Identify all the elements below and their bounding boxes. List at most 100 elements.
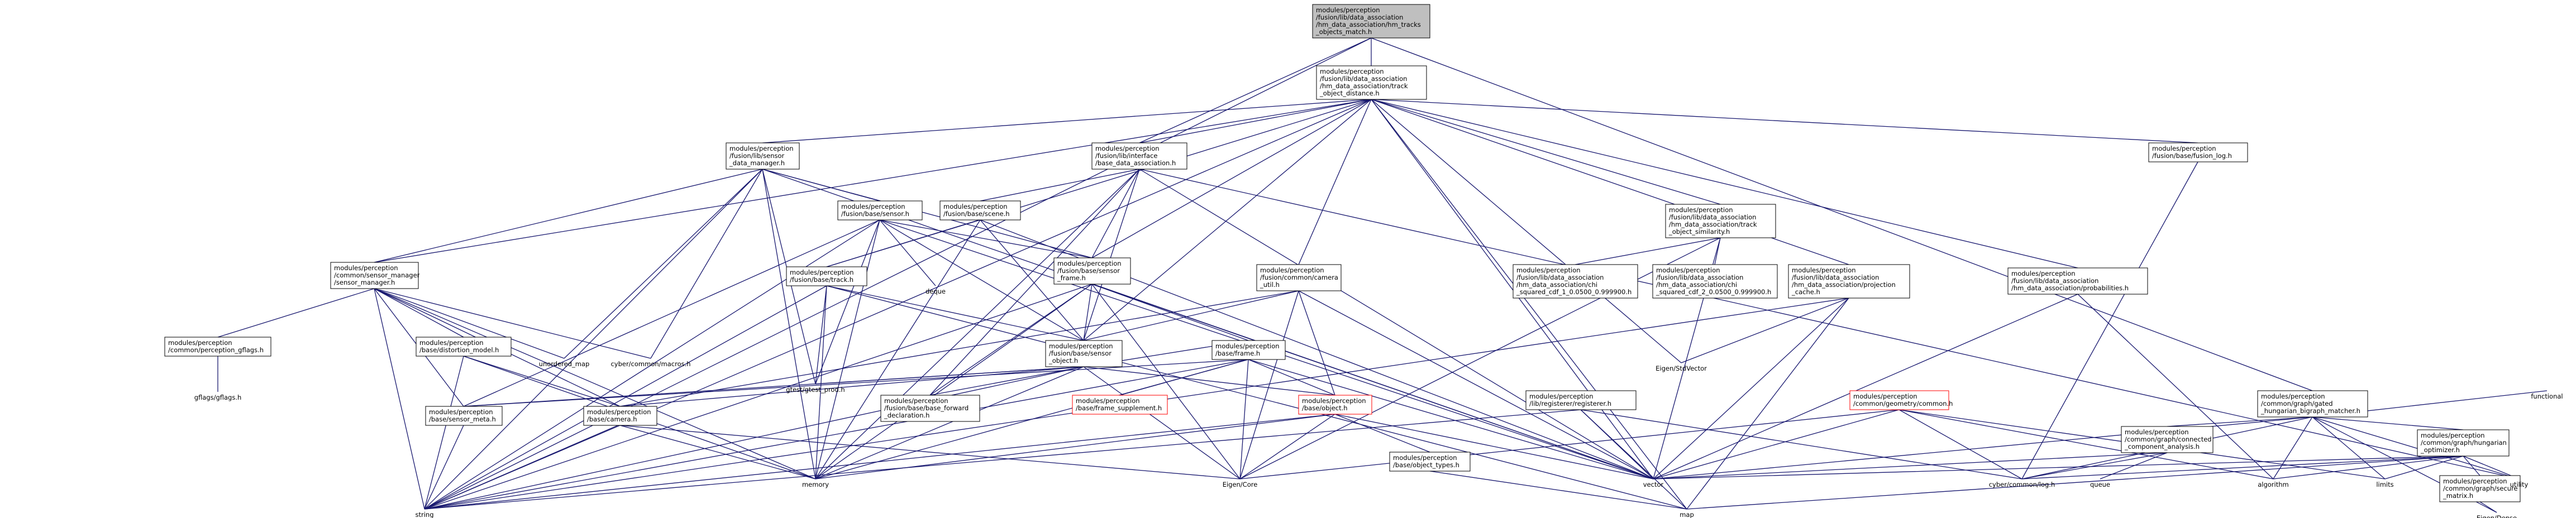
edge-geometry-common-to-vector bbox=[1653, 409, 1900, 479]
node-gtest-prod: gtest/gtest_prod.h bbox=[786, 386, 845, 394]
node-label-line: _object.h bbox=[1048, 357, 1078, 364]
node-box bbox=[1312, 4, 1430, 39]
edge-base-frame-to-sensor-meta bbox=[463, 359, 1249, 407]
node-geometry-common[interactable]: modules/perception/common/geometry/commo… bbox=[1849, 390, 1953, 410]
edge-track-object-distance-to-track-object-similarity bbox=[1371, 99, 1721, 205]
node-label-line: /fusion/base/sensor.h bbox=[841, 210, 909, 218]
node-label-line: /fusion/lib/data_association bbox=[1320, 75, 1407, 83]
node-unordered-map: unordered_map bbox=[539, 360, 590, 368]
node-perception-gflags[interactable]: modules/perception/common/perception_gfl… bbox=[164, 337, 271, 357]
node-label-line: cyber/common/log.h bbox=[1989, 481, 2055, 488]
node-base-camera[interactable]: modules/perception/base/camera.h bbox=[583, 406, 657, 426]
node-label-line: modules/perception bbox=[2261, 392, 2325, 400]
node-label-line: /fusion/lib/data_association bbox=[2011, 277, 2098, 285]
node-secure-matrix[interactable]: modules/perception/common/graph/secure_m… bbox=[2439, 475, 2521, 502]
node-algorithm: algorithm bbox=[2258, 481, 2289, 488]
node-chi-squared-2[interactable]: modules/perception/fusion/lib/data_assoc… bbox=[1652, 264, 1778, 299]
node-cyber-macros: cyber/common/macros.h bbox=[610, 360, 690, 368]
node-label-line: modules/perception bbox=[1656, 266, 1720, 274]
edge-camera-util-to-base-object bbox=[1298, 290, 1335, 396]
edge-sensor-object-to-string bbox=[424, 366, 1084, 510]
edge-base-sensor-to-deque bbox=[879, 219, 936, 286]
node-label-line: vector bbox=[1643, 481, 1664, 488]
edge-track-object-distance-to-base-data-association bbox=[1139, 99, 1372, 143]
node-box bbox=[786, 266, 867, 286]
node-base-scene[interactable]: modules/perception/fusion/base/scene.h bbox=[939, 200, 1021, 220]
node-box bbox=[425, 406, 503, 426]
node-box bbox=[939, 200, 1021, 220]
node-sensor-object[interactable]: modules/perception/fusion/base/sensor_ob… bbox=[1045, 340, 1123, 367]
node-label-line: _cache.h bbox=[1791, 288, 1820, 296]
node-box bbox=[880, 395, 980, 422]
edge-base-data-association-to-sensor-object bbox=[1083, 169, 1140, 341]
node-sensor-data-manager[interactable]: modules/perception/fusion/lib/sensor_dat… bbox=[726, 142, 800, 170]
edge-base-data-association-to-base-scene bbox=[980, 169, 1140, 202]
node-box bbox=[164, 337, 271, 357]
edge-sensor-data-manager-to-unordered-map bbox=[564, 169, 763, 359]
edge-sensor-frame-to-sensor-object bbox=[1083, 284, 1093, 341]
node-projection-cache[interactable]: modules/perception/fusion/lib/data_assoc… bbox=[1788, 264, 1910, 299]
edge-base-sensor-to-memory bbox=[815, 219, 880, 479]
node-fusion-track[interactable]: modules/perception/fusion/base/track.h bbox=[786, 266, 867, 286]
node-base-data-association[interactable]: modules/perception/fusion/lib/interface/… bbox=[1091, 142, 1187, 170]
node-track-object-distance[interactable]: modules/perception/fusion/lib/data_assoc… bbox=[1316, 65, 1427, 100]
node-label-line: _hungarian_bigraph_matcher.h bbox=[2260, 407, 2360, 415]
edge-track-object-distance-to-fusion-log bbox=[1371, 99, 2198, 143]
node-hungarian-optimizer[interactable]: modules/perception/common/graph/hungaria… bbox=[2417, 429, 2510, 457]
node-box bbox=[1788, 264, 1910, 299]
edge-base-scene-to-fusion-track bbox=[826, 219, 981, 267]
node-memory: memory bbox=[802, 481, 829, 488]
node-label-line: /hm_data_association/probabilities.h bbox=[2011, 284, 2129, 292]
node-label-line: /fusion/base/base_forward bbox=[884, 404, 969, 412]
edge-hungarian-optimizer-to-algorithm bbox=[2273, 455, 2464, 479]
node-fusion-log[interactable]: modules/perception/fusion/base/fusion_lo… bbox=[2148, 142, 2248, 162]
node-label-line: /fusion/lib/data_association bbox=[1792, 274, 1879, 281]
node-sensor-frame[interactable]: modules/perception/fusion/base/sensor_fr… bbox=[1053, 257, 1131, 285]
edge-hungarian-optimizer-to-secure-matrix bbox=[2463, 455, 2480, 476]
edge-base-object-to-object-types bbox=[1334, 414, 1430, 453]
node-label-line: functional bbox=[2531, 392, 2563, 400]
node-label-line: modules/perception bbox=[790, 268, 854, 276]
edge-transform-wrapper-to-cyber-log bbox=[1580, 409, 2022, 479]
node-base-frame[interactable]: modules/perception/base/frame.h bbox=[1211, 340, 1286, 360]
edge-base-frame-to-string bbox=[424, 359, 1249, 510]
edge-camera-util-to-vector bbox=[1298, 290, 1654, 479]
node-label-line: /common/geometry/common.h bbox=[1853, 400, 1953, 407]
node-label-line: /fusion/lib/data_association bbox=[1669, 213, 1756, 221]
node-eigen-dense: Eigen/Dense bbox=[2477, 514, 2517, 518]
edge-sensor-object-to-eigen-core bbox=[1083, 366, 1241, 479]
node-base-forward-declaration[interactable]: modules/perception/fusion/base/base_forw… bbox=[880, 395, 980, 422]
edge-sensor-data-manager-to-cyber-macros bbox=[650, 169, 763, 359]
node-box bbox=[1256, 264, 1342, 291]
node-camera-util[interactable]: modules/perception/fusion/common/camera_… bbox=[1256, 264, 1342, 291]
node-label-line: /sensor_manager.h bbox=[334, 279, 395, 286]
node-label-line: _matrix.h bbox=[2443, 492, 2473, 500]
node-base-object[interactable]: modules/perception/base/object.h bbox=[1298, 395, 1372, 415]
node-box bbox=[1316, 65, 1427, 100]
node-base-sensor[interactable]: modules/perception/fusion/base/sensor.h bbox=[837, 200, 923, 220]
node-label-line: Eigen/Core bbox=[1223, 481, 1258, 488]
node-frame-supplement[interactable]: modules/perception/base/frame_supplement… bbox=[1072, 395, 1168, 415]
node-eigen-stdvector: Eigen/StdVector bbox=[1656, 364, 1707, 372]
node-label-line: modules/perception bbox=[1302, 397, 1366, 405]
node-sensor-manager[interactable]: modules/perception/common/sensor_manager… bbox=[330, 262, 420, 289]
node-chi-squared-1[interactable]: modules/perception/fusion/lib/data_assoc… bbox=[1513, 264, 1638, 299]
node-label-line: gtest/gtest_prod.h bbox=[786, 386, 845, 394]
edge-base-sensor-to-sensor-meta bbox=[463, 219, 880, 407]
node-probabilities[interactable]: modules/perception/fusion/lib/data_assoc… bbox=[2007, 267, 2148, 295]
edge-base-data-association-to-sensor-frame bbox=[1091, 169, 1140, 258]
edge-sensor-frame-to-eigen-core bbox=[1091, 284, 1241, 479]
node-distortion-model[interactable]: modules/perception/base/distortion_model… bbox=[416, 337, 512, 357]
node-root[interactable]: modules/perception/fusion/lib/data_assoc… bbox=[1312, 4, 1430, 39]
node-label-line: modules/perception bbox=[1049, 342, 1113, 350]
node-transform-wrapper[interactable]: modules/perception/lib/registerer/regist… bbox=[1525, 390, 1637, 410]
node-box bbox=[583, 406, 657, 426]
node-sensor-meta[interactable]: modules/perception/base/sensor_meta.h bbox=[425, 406, 503, 426]
node-common-graph-connected[interactable]: modules/perception/common/graph/connecte… bbox=[2121, 426, 2214, 453]
node-object-types[interactable]: modules/perception/base/object_types.h bbox=[1389, 452, 1471, 472]
node-gated-hungarian[interactable]: modules/perception/common/graph/gated_hu… bbox=[2257, 390, 2368, 418]
edge-base-object-to-vector bbox=[1334, 414, 1654, 479]
edge-sensor-data-manager-to-string bbox=[424, 169, 763, 510]
node-label-line: /fusion/base/sensor bbox=[1057, 267, 1120, 275]
node-track-object-similarity[interactable]: modules/perception/fusion/lib/data_assoc… bbox=[1665, 204, 1776, 238]
